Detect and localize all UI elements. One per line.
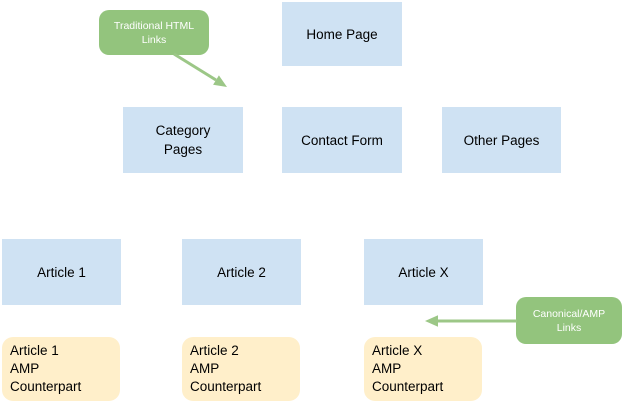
node-article-2: Article 2 [182,239,301,305]
node-home-page: Home Page [282,2,402,66]
node-article-2-amp-counterpart: Article 2 AMP Counterpart [182,337,300,401]
traditional-html-links-arrow [173,52,227,87]
callout-canonical-amp-links: Canonical/AMP Links [516,297,622,344]
node-article-1-amp-counterpart: Article 1 AMP Counterpart [2,337,120,401]
callout-traditional-html-links: Traditional HTML Links [99,10,209,55]
node-contact-form: Contact Form [282,107,402,173]
node-category-pages: Category Pages [123,107,243,173]
node-article-x: Article X [364,239,483,305]
node-article-1: Article 1 [2,239,121,305]
node-article-x-amp-counterpart: Article X AMP Counterpart [364,337,482,401]
node-other-pages: Other Pages [442,107,561,173]
canonical-amp-links-arrow [425,315,517,327]
